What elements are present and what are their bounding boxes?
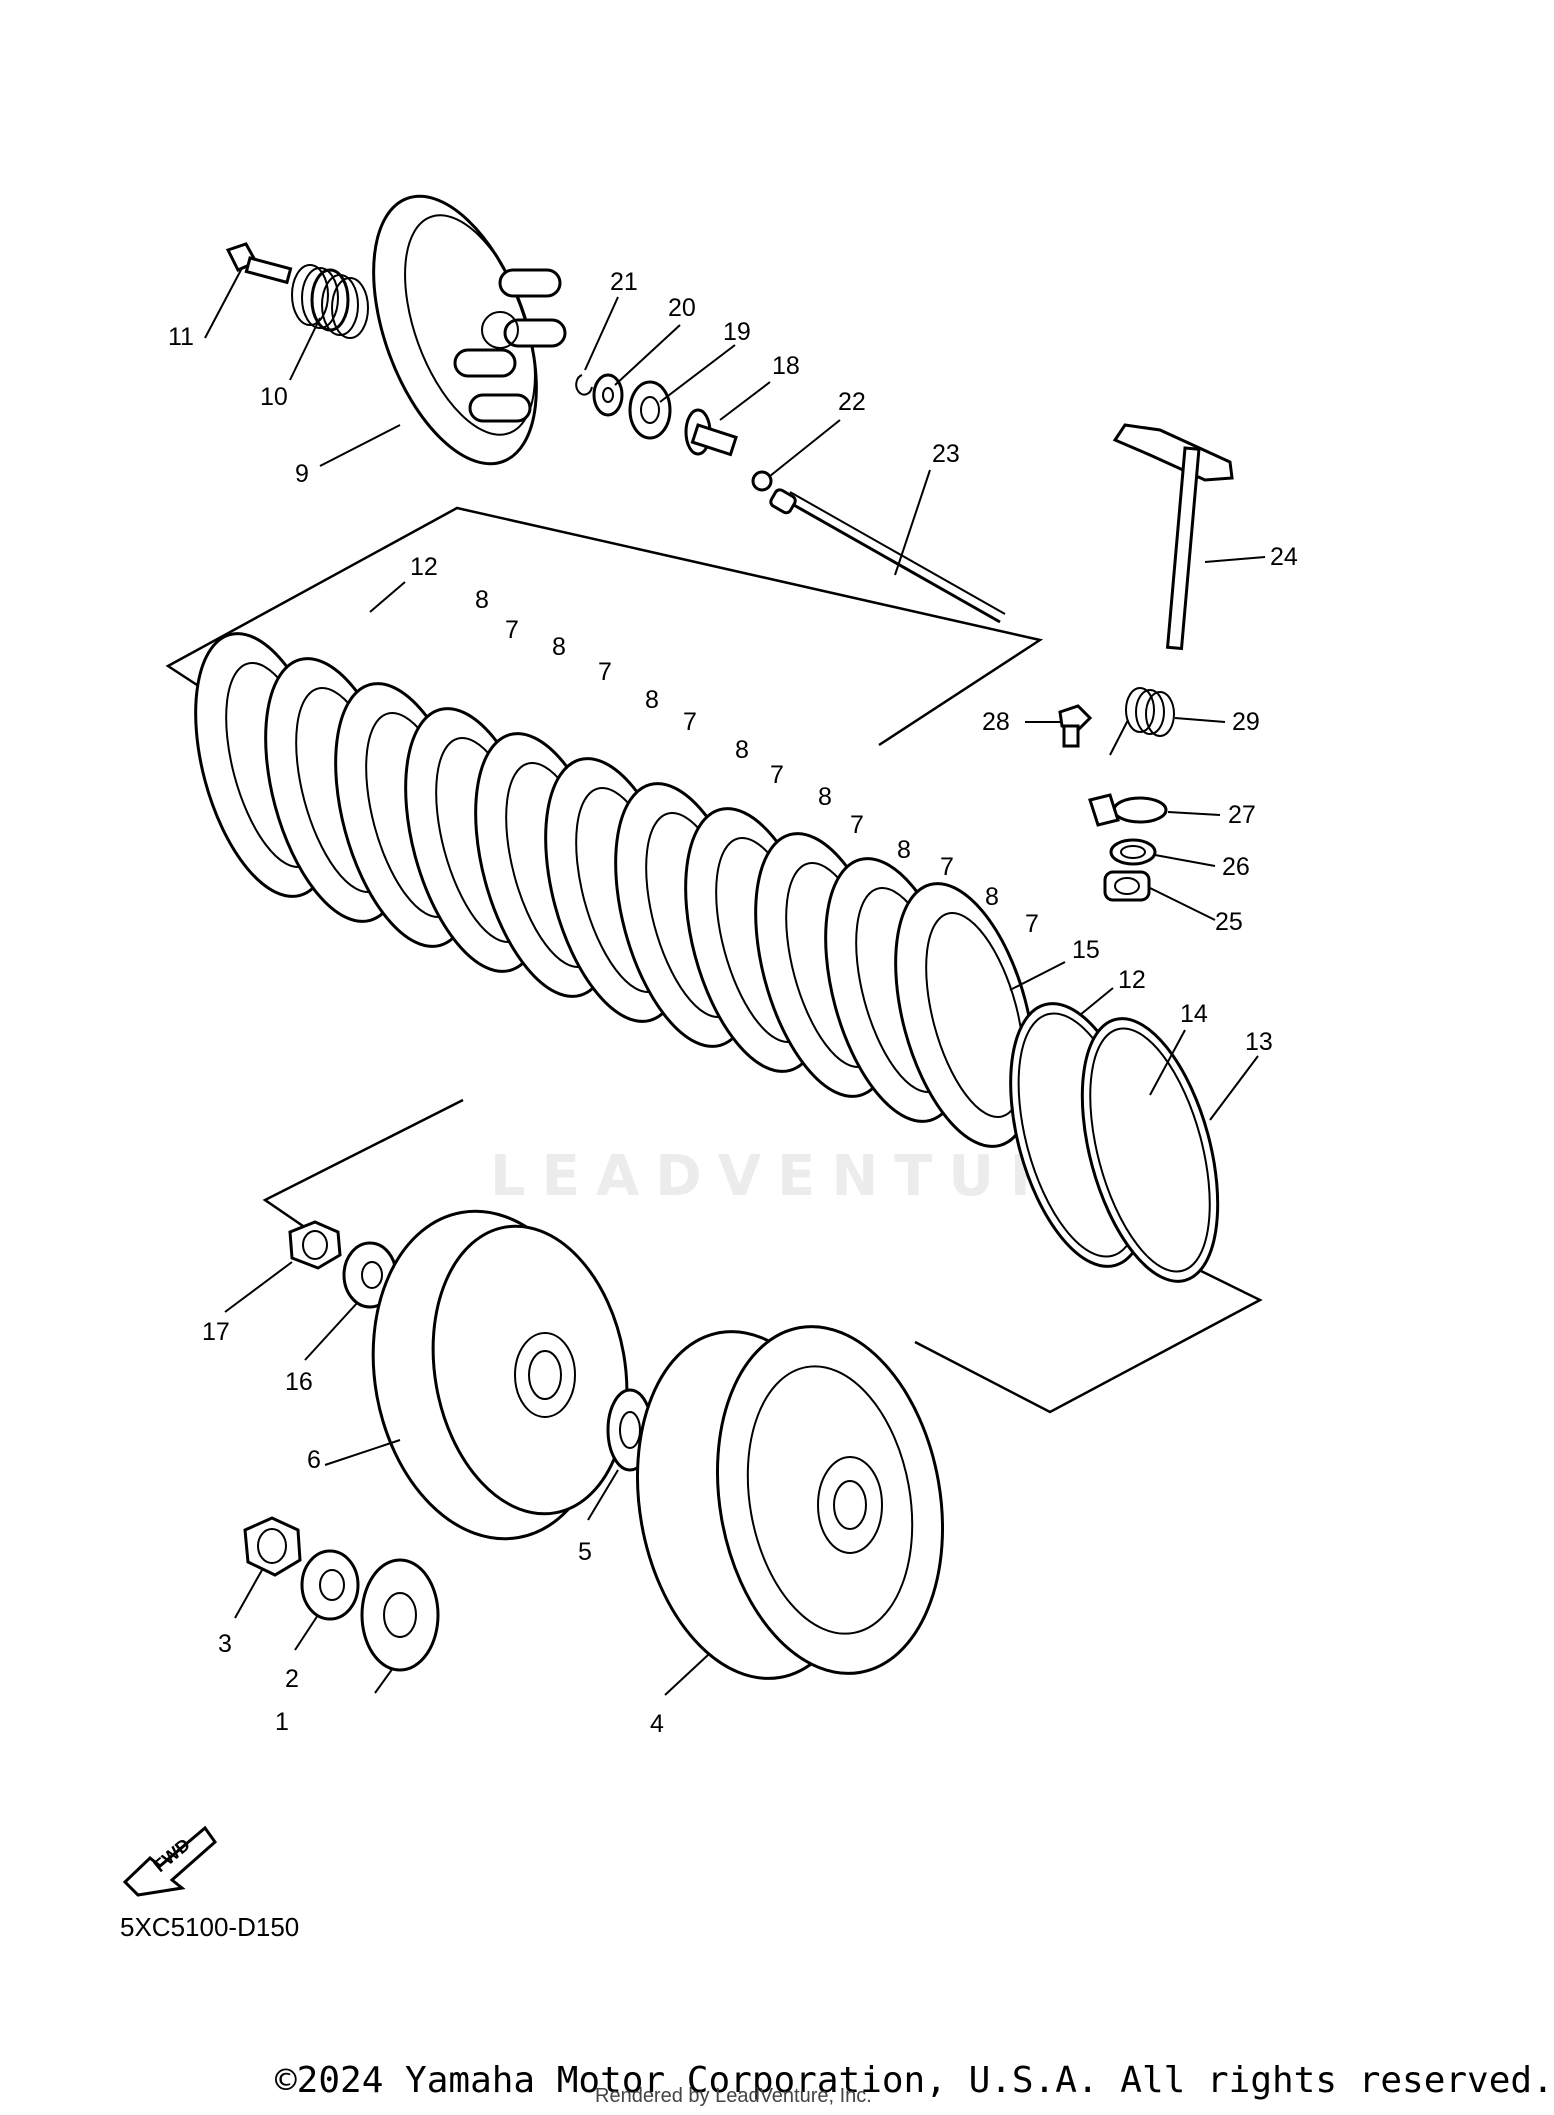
circlip bbox=[575, 374, 593, 396]
bolt-28 bbox=[1058, 704, 1093, 748]
callout-12-top: 12 bbox=[410, 553, 438, 581]
rendered-by: Rendered by LeadVenture, Inc. bbox=[595, 2085, 872, 2107]
clutch-boss bbox=[371, 1209, 629, 1541]
plate-pack-bracket-lower bbox=[262, 1098, 464, 1228]
callout-16: 16 bbox=[285, 1368, 313, 1396]
torsion-spring bbox=[1109, 687, 1175, 756]
leader-lines bbox=[204, 267, 1266, 1696]
primary-drive-gear bbox=[360, 1558, 440, 1672]
watermark: LEADVENTURE bbox=[490, 1144, 1123, 1209]
needle-bearing bbox=[1103, 870, 1151, 902]
callout-8d: 8 bbox=[735, 736, 749, 764]
wire-ring-13 bbox=[1080, 1017, 1220, 1283]
callout-8f: 8 bbox=[897, 836, 911, 864]
callout-28: 28 bbox=[982, 708, 1010, 736]
callout-26: 26 bbox=[1222, 853, 1250, 881]
push-rod-long bbox=[769, 488, 1006, 624]
callout-8e: 8 bbox=[818, 783, 832, 811]
callout-4: 4 bbox=[650, 1710, 664, 1738]
callout-9: 9 bbox=[295, 460, 309, 488]
fwd-arrow-icon: FWD bbox=[122, 1825, 218, 1897]
clutch-spring-bolt bbox=[225, 242, 293, 285]
callout-10: 10 bbox=[260, 383, 288, 411]
callout-23: 23 bbox=[932, 440, 960, 468]
callout-27: 27 bbox=[1228, 801, 1256, 829]
callout-7f: 7 bbox=[940, 853, 954, 881]
callout-8a: 8 bbox=[475, 586, 489, 614]
callout-7d: 7 bbox=[770, 761, 784, 789]
washer bbox=[592, 373, 624, 417]
callout-7b: 7 bbox=[598, 658, 612, 686]
clutch-spring bbox=[291, 264, 369, 339]
plate-pack-bracket-upper bbox=[165, 506, 1044, 747]
nut-17 bbox=[288, 1220, 342, 1270]
ball bbox=[751, 470, 773, 492]
callout-1: 1 bbox=[275, 1708, 289, 1736]
oil-seal bbox=[1109, 838, 1157, 866]
callout-8b: 8 bbox=[552, 633, 566, 661]
push-rod-short bbox=[684, 408, 738, 457]
callout-12-bottom: 12 bbox=[1118, 966, 1146, 994]
callout-8g: 8 bbox=[985, 883, 999, 911]
callout-17: 17 bbox=[202, 1318, 230, 1346]
callout-24: 24 bbox=[1270, 543, 1298, 571]
callout-22: 22 bbox=[838, 388, 866, 416]
callout-25: 25 bbox=[1215, 908, 1243, 936]
copyright-notice: ©2024 Yamaha Motor Corporation, U.S.A. A… bbox=[275, 2060, 1554, 2101]
pressure-plate bbox=[372, 194, 567, 466]
callout-6: 6 bbox=[307, 1446, 321, 1474]
callout-2: 2 bbox=[285, 1665, 299, 1693]
washer-27 bbox=[1088, 793, 1168, 827]
callout-18: 18 bbox=[772, 352, 800, 380]
clutch-exploded-diagram: LEADVENTURE bbox=[122, 194, 1298, 1897]
callout-7c: 7 bbox=[683, 708, 697, 736]
push-lever-axle bbox=[1112, 423, 1234, 651]
plate-pack-bracket-lower-right bbox=[914, 1266, 1263, 1414]
primary-driven-gear bbox=[635, 1325, 945, 1680]
callout-3: 3 bbox=[218, 1630, 232, 1658]
callout-7a: 7 bbox=[505, 616, 519, 644]
callout-20: 20 bbox=[668, 294, 696, 322]
callout-19: 19 bbox=[723, 318, 751, 346]
callout-5: 5 bbox=[578, 1538, 592, 1566]
callout-13: 13 bbox=[1245, 1028, 1273, 1056]
plate-stack bbox=[194, 632, 1036, 1148]
callout-7e: 7 bbox=[850, 811, 864, 839]
nut-3 bbox=[243, 1516, 302, 1577]
lock-washer-2 bbox=[300, 1549, 360, 1621]
callout-15: 15 bbox=[1072, 936, 1100, 964]
callout-8c: 8 bbox=[645, 686, 659, 714]
callout-14: 14 bbox=[1180, 1000, 1208, 1028]
callout-29: 29 bbox=[1232, 708, 1260, 736]
callout-11: 11 bbox=[168, 323, 194, 351]
bearing bbox=[628, 380, 672, 440]
callout-7g: 7 bbox=[1025, 910, 1039, 938]
callout-21: 21 bbox=[610, 268, 638, 296]
diagram-code: 5XC5100-D150 bbox=[120, 1912, 300, 1942]
